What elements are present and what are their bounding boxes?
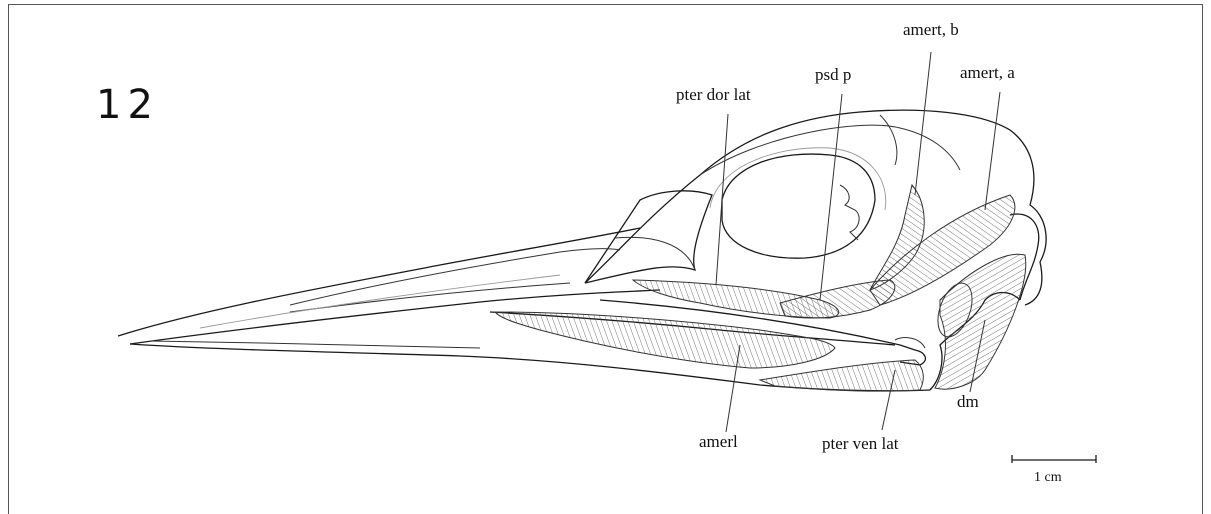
label-pter-dor-lat: pter dor lat (676, 85, 751, 104)
label-amerl: amerl (699, 432, 738, 451)
muscles (495, 185, 1026, 391)
orbit (722, 154, 875, 258)
label-amert-b: amert, b (903, 20, 959, 39)
label-amert-a: amert, a (960, 63, 1015, 82)
label-psd-p: psd p (815, 65, 851, 84)
preorbital-window (585, 191, 712, 283)
label-dm: dm (957, 392, 979, 411)
figure-number: 12 (96, 82, 159, 128)
scale-bar: 1 cm (1012, 455, 1096, 485)
scale-bar-label: 1 cm (1034, 470, 1062, 485)
label-pter-ven-lat: pter ven lat (822, 434, 899, 453)
cranium-ridge (700, 125, 960, 175)
bill-groove (290, 249, 620, 305)
muscle-dm (935, 254, 1026, 389)
muscle-amerl (495, 312, 835, 368)
